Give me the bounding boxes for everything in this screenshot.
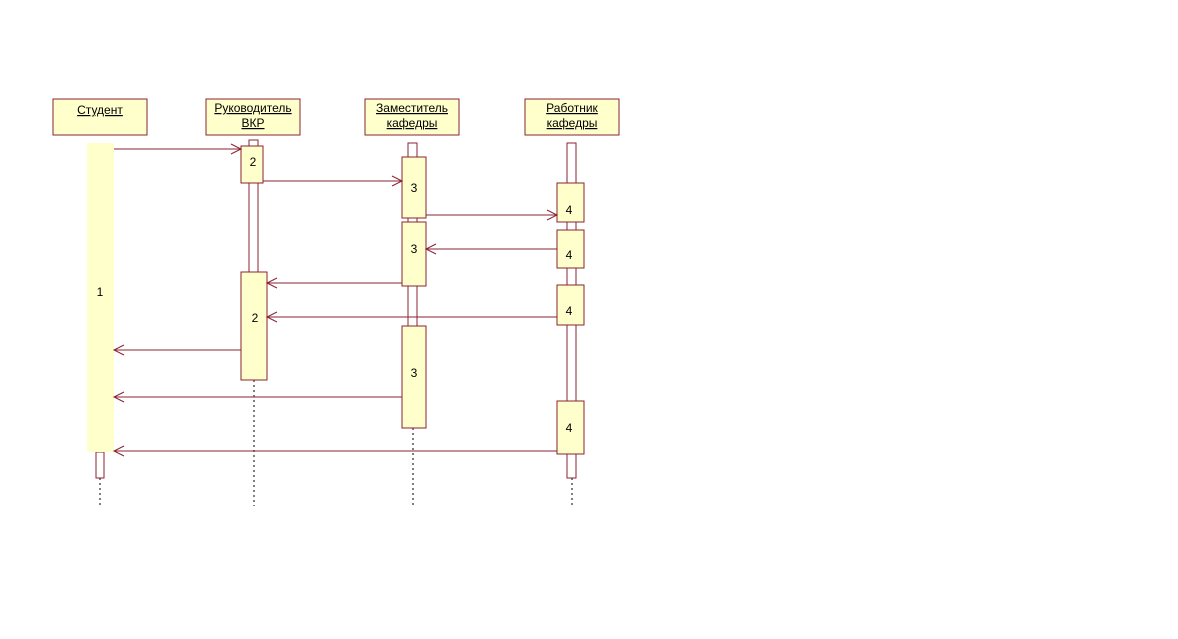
message-2-supervisor-to-deputy (263, 175, 404, 187)
participant-staff-label-line2: кафедры (547, 116, 598, 130)
participant-deputy-label-line1: Заместитель (376, 101, 448, 115)
message-4-staff-to-deputy (424, 243, 557, 255)
message-7-supervisor-to-student (112, 344, 241, 356)
message-5-deputy-to-supervisor (265, 277, 402, 289)
activation-student-1 (87, 143, 114, 452)
participant-supervisor-label-line2: ВКР (242, 116, 265, 130)
activation-deputy-2-label: 3 (411, 242, 418, 256)
activation-staff-4-label: 4 (566, 421, 573, 435)
activation-deputy-2 (401, 221, 427, 287)
activation-deputy-1-label: 3 (411, 181, 418, 195)
participant-deputy: Заместитель кафедры (364, 98, 460, 136)
activation-staff-3 (556, 284, 585, 326)
participant-supervisor-label-line1: Руководитель (214, 101, 291, 115)
activation-staff-3-label: 4 (566, 304, 573, 318)
message-9-staff-to-student (112, 445, 557, 457)
activation-supervisor-1 (240, 145, 264, 184)
activation-deputy-1 (401, 156, 427, 219)
participant-student: Студент (52, 98, 148, 136)
activation-bar-student-tail (95, 451, 105, 479)
activation-deputy-3-label: 3 (411, 366, 418, 380)
participant-staff: Работник кафедры (524, 98, 620, 136)
activation-supervisor-2-label: 2 (252, 311, 259, 325)
participant-student-label: Студент (77, 103, 123, 117)
message-1-student-to-supervisor (114, 143, 243, 155)
activation-staff-2-label: 4 (566, 248, 573, 262)
activation-supervisor-1-label: 2 (250, 155, 257, 169)
message-6-staff-to-supervisor (265, 311, 557, 323)
activation-staff-1 (556, 182, 585, 223)
activation-supervisor-2 (240, 271, 268, 381)
activation-staff-2 (556, 229, 585, 269)
participant-deputy-label-line2: кафедры (387, 116, 438, 130)
activation-staff-1-label: 4 (566, 203, 573, 217)
participant-staff-label-line1: Работник (546, 101, 598, 115)
activation-deputy-3 (401, 325, 427, 429)
activation-staff-4 (556, 400, 585, 455)
activation-student-1-label: 1 (97, 285, 104, 299)
message-8-deputy-to-student (112, 391, 402, 403)
message-3-deputy-to-staff (426, 209, 559, 221)
participant-supervisor: Руководитель ВКР (205, 98, 301, 136)
